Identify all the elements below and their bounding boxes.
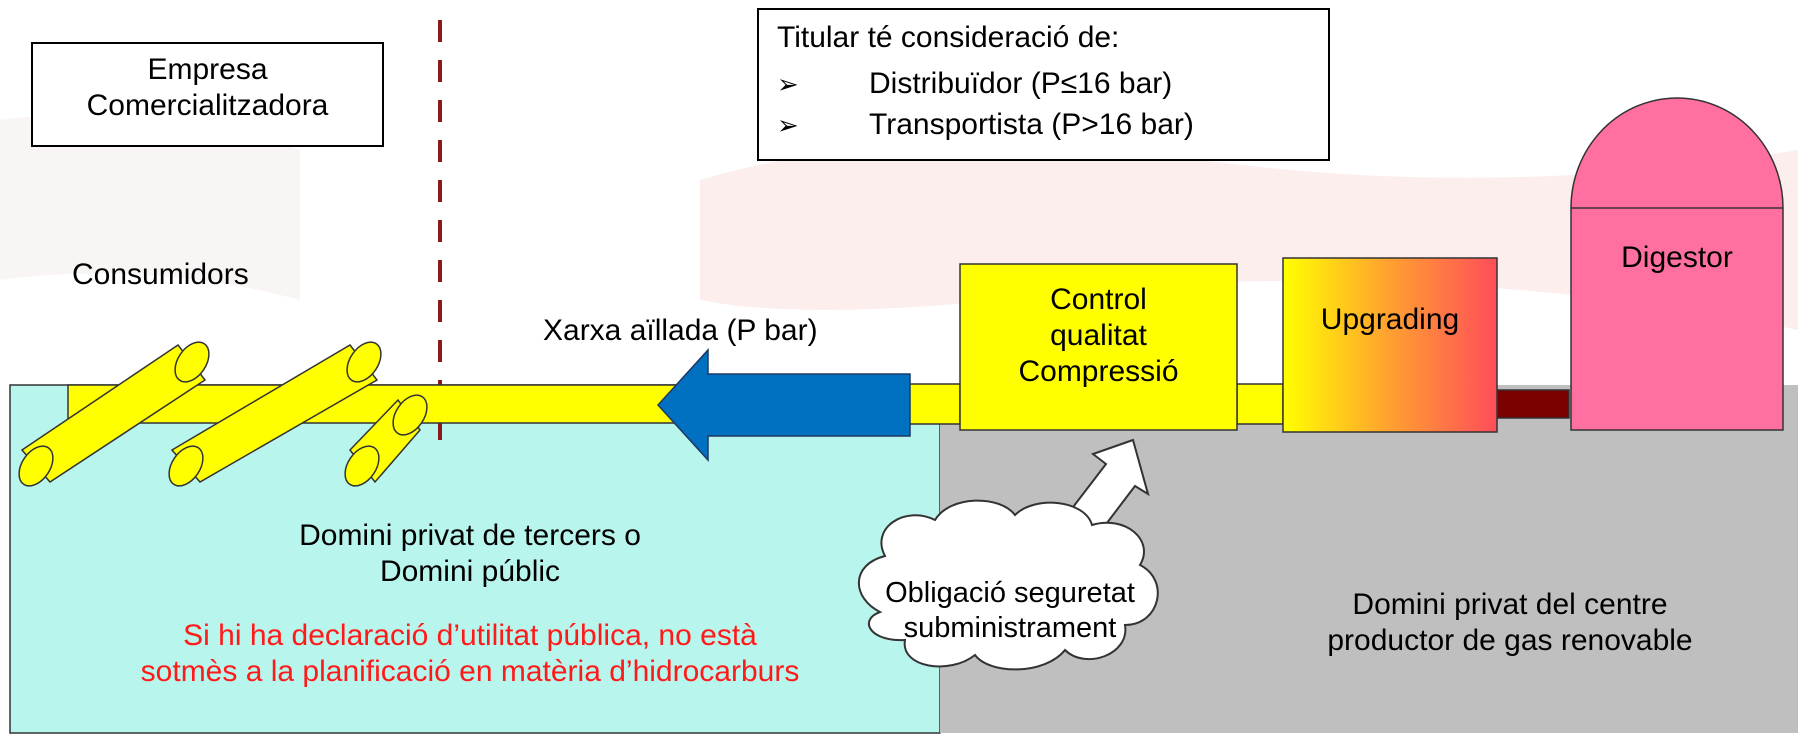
control-box (959, 263, 1238, 431)
titular-item-2: ➢ Transportista (P>16 bar) (777, 107, 1194, 143)
public-note-line1: Si hi ha declaració d’utilitat pública, … (183, 619, 757, 652)
public-domain-label: Domini privat de tercers o Domini públic (140, 518, 800, 590)
titular-item-text: Transportista (P>16 bar) (869, 108, 1194, 141)
private-domain-line2: productor de gas renovable (1327, 624, 1693, 657)
control-label-line2: qualitat (1050, 319, 1147, 352)
private-domain-label: Domini privat del centre productor de ga… (1260, 587, 1760, 659)
digestor-tank (1570, 97, 1784, 431)
consumidors-label: Consumidors (72, 258, 249, 291)
digestor-label: Digestor (1621, 241, 1733, 274)
titular-heading: Titular té consideració de: (777, 21, 1120, 54)
control-label: Control qualitat Compressió (960, 282, 1237, 390)
public-note-line2: sotmès a la planificació en matèria d’hi… (140, 655, 800, 688)
upgrading-box (1282, 257, 1498, 433)
public-domain-zone (9, 384, 941, 734)
upgrading-label: Upgrading (1320, 303, 1460, 336)
cloud-label: Obligació seguretat subministrament (870, 576, 1150, 646)
xarxa-label: Xarxa aïllada (P bar) (543, 314, 818, 347)
public-domain-line1: Domini privat de tercers o (299, 519, 641, 552)
branch-pipe-3 (344, 394, 428, 487)
titular-box: Titular té consideració de: ➢ Distribuïd… (757, 8, 1330, 161)
branch-pipes (18, 341, 428, 487)
arrow-bullet-icon: ➢ (777, 111, 799, 141)
empresa-label-line1: Empresa (147, 53, 268, 86)
cloud-label-line2: subministrament (903, 611, 1117, 644)
control-label-line1: Control (1050, 283, 1147, 316)
titular-item-1: ➢ Distribuïdor (P≤16 bar) (777, 66, 1172, 102)
cloud-label-line1: Obligació seguretat (885, 577, 1135, 609)
empresa-label-line2: Comercialitzadora (86, 89, 329, 122)
control-label-line3: Compressió (1018, 355, 1179, 388)
titular-item-text: Distribuïdor (P≤16 bar) (869, 67, 1173, 100)
flow-arrow (656, 348, 911, 462)
branch-pipe-2 (168, 341, 382, 487)
connector-pipe-2 (1236, 383, 1284, 425)
cloud-shape (857, 499, 1159, 671)
public-domain-line2: Domini públic (379, 555, 561, 588)
connector-pipe-dark (1496, 389, 1570, 419)
private-domain-line1: Domini privat del centre (1352, 588, 1668, 621)
public-domain-note: Si hi ha declaració d’utilitat pública, … (20, 618, 920, 690)
branch-pipe-1 (18, 341, 210, 487)
empresa-box: Empresa Comercialitzadora (31, 42, 384, 147)
arrow-bullet-icon: ➢ (777, 70, 799, 100)
connector-pipe-1 (907, 383, 961, 425)
